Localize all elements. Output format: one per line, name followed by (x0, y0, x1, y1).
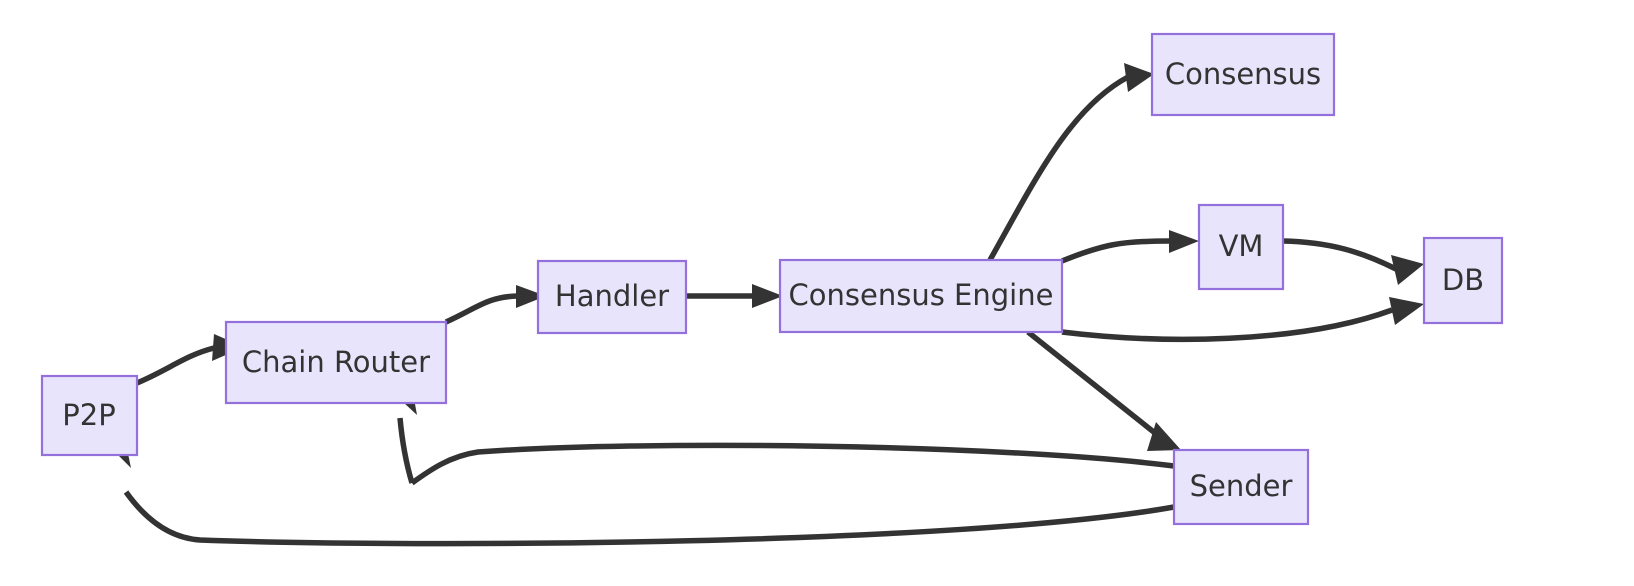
node-sender-box[interactable] (1172, 448, 1310, 526)
edge-path (1060, 238, 1171, 264)
edge-consensus-engine-to-vm (1060, 230, 1199, 264)
node-vm-box[interactable] (1197, 203, 1285, 291)
node-handler-label: Handler (555, 279, 669, 313)
edge-path (444, 293, 518, 325)
arrow-head-icon (1124, 63, 1154, 92)
node-layer: P2P Chain Router Handler Consensus Engin… (40, 32, 1504, 526)
node-consensus[interactable]: Consensus (1150, 32, 1336, 117)
edge-path (1026, 329, 1162, 440)
node-sender[interactable]: Sender (1172, 448, 1310, 526)
node-chain-router-box[interactable] (224, 320, 448, 405)
node-db-label: DB (1442, 263, 1484, 297)
node-p2p-box[interactable] (40, 374, 139, 457)
edge-consensus-engine-to-consensus (987, 63, 1154, 262)
node-p2p-label: P2P (62, 398, 115, 432)
edge-path (1061, 307, 1393, 343)
edge-sender-to-chain-router (389, 382, 1175, 486)
node-consensus-engine[interactable]: Consensus Engine (778, 258, 1064, 334)
edge-path (410, 442, 1175, 486)
edge-layer (104, 63, 1424, 547)
node-handler[interactable]: Handler (536, 259, 688, 335)
node-db-box[interactable] (1422, 236, 1504, 325)
edge-consensus-engine-to-db (1061, 297, 1424, 343)
edge-path (987, 74, 1130, 262)
edge-path (135, 345, 215, 386)
edge-path (1282, 238, 1398, 272)
node-consensus-box[interactable] (1150, 32, 1336, 117)
arrow-head-icon (1147, 422, 1181, 451)
node-handler-box[interactable] (536, 259, 688, 335)
node-consensus-engine-label: Consensus Engine (789, 278, 1054, 312)
edge-path (123, 490, 1175, 547)
node-consensus-engine-box[interactable] (778, 258, 1064, 334)
arrow-head-icon (1391, 255, 1424, 285)
arrow-head-icon (1389, 297, 1424, 325)
node-sender-label: Sender (1190, 469, 1293, 503)
edge-handler-to-consensus-engine (686, 284, 783, 308)
node-consensus-label: Consensus (1165, 57, 1321, 91)
arrow-head-icon (516, 285, 546, 308)
edge-path (397, 417, 415, 484)
node-chain-router[interactable]: Chain Router (224, 320, 448, 405)
edge-chain-router-to-handler (444, 285, 546, 325)
node-chain-router-label: Chain Router (242, 345, 430, 379)
node-db[interactable]: DB (1422, 236, 1504, 325)
node-vm[interactable]: VM (1197, 203, 1285, 291)
edge-vm-to-db (1282, 238, 1424, 285)
node-vm-label: VM (1219, 229, 1264, 263)
arrow-head-icon (1169, 230, 1199, 253)
node-p2p[interactable]: P2P (40, 374, 139, 457)
arrow-head-icon (752, 284, 783, 308)
edge-consensus-engine-to-sender (1026, 329, 1181, 451)
